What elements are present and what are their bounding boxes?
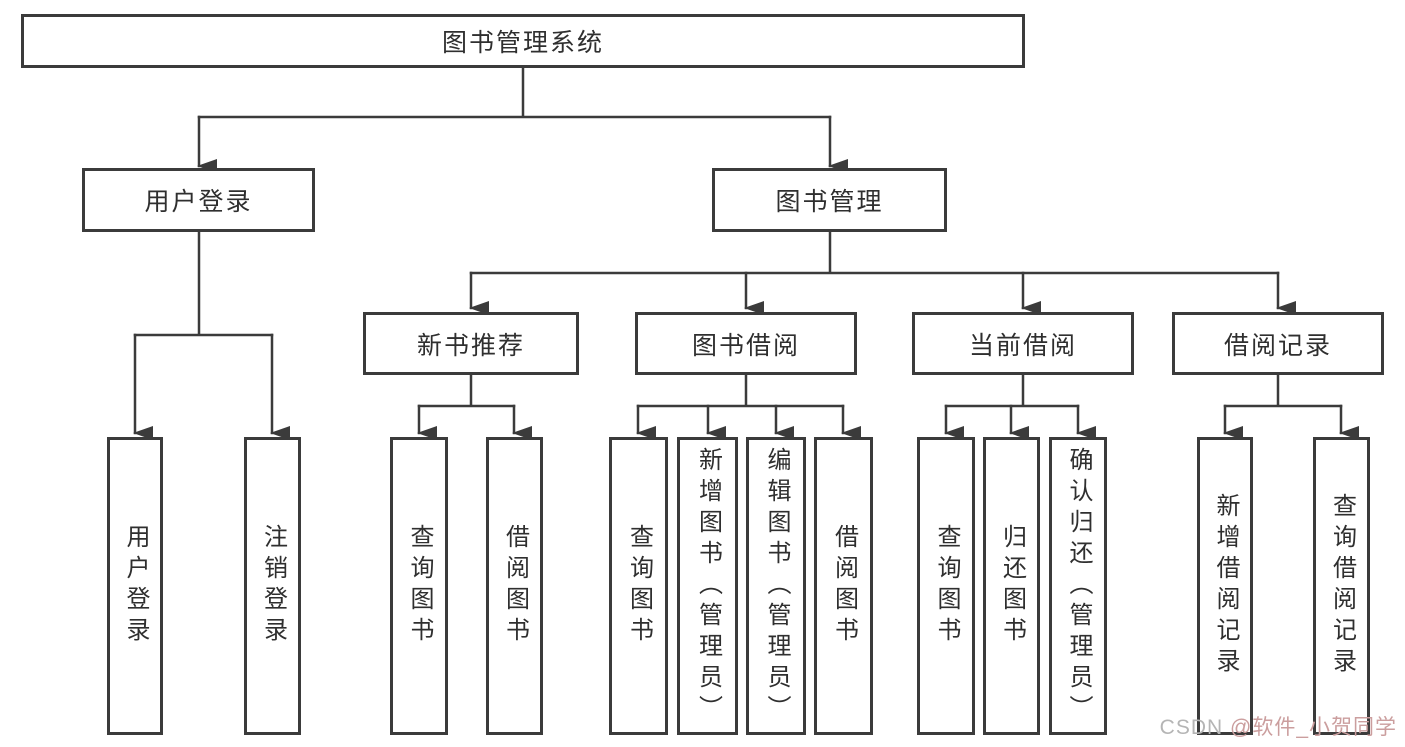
node-current-borrowing: 当前借阅	[912, 312, 1134, 375]
leaf-recommend-query-books-label: 查询图书	[406, 524, 433, 648]
node-user-login: 用户登录	[82, 168, 315, 232]
leaf-recommend-borrow-books: 借阅图书	[486, 437, 543, 735]
leaf-borrowing-query-books-label: 查询图书	[625, 524, 653, 648]
leaf-recommend-query-books: 查询图书	[390, 437, 448, 735]
leaf-records-add-record-label: 新增借阅记录	[1212, 493, 1239, 679]
leaf-current-query-books: 查询图书	[917, 437, 975, 735]
leaf-current-confirm-return-admin: 确认归还（管理员）	[1049, 437, 1107, 735]
node-book-management: 图书管理	[712, 168, 947, 232]
leaf-records-query-record: 查询借阅记录	[1313, 437, 1370, 735]
node-book-borrowing: 图书借阅	[635, 312, 857, 375]
leaf-records-query-record-label: 查询借阅记录	[1328, 493, 1356, 679]
node-borrowing-records: 借阅记录	[1172, 312, 1384, 375]
leaf-current-return-books: 归还图书	[983, 437, 1040, 735]
leaf-recommend-borrow-books-label: 借阅图书	[501, 524, 529, 648]
leaf-user-login: 用户登录	[107, 437, 163, 735]
leaf-records-add-record: 新增借阅记录	[1197, 437, 1253, 735]
leaf-borrowing-add-books-admin: 新增图书（管理员）	[677, 437, 738, 735]
leaf-current-return-books-label: 归还图书	[998, 524, 1026, 648]
leaf-borrowing-query-books: 查询图书	[609, 437, 668, 735]
node-new-book-recommend: 新书推荐	[363, 312, 579, 375]
leaf-logout: 注销登录	[244, 437, 301, 735]
node-root-library-system: 图书管理系统	[21, 14, 1025, 68]
leaf-borrowing-borrow-books-label: 借阅图书	[830, 524, 858, 648]
leaf-current-confirm-return-admin-label: 确认归还（管理员）	[1065, 446, 1092, 726]
leaf-borrowing-edit-books-admin: 编辑图书（管理员）	[746, 437, 806, 735]
leaf-user-login-label: 用户登录	[122, 524, 149, 648]
leaf-logout-label: 注销登录	[259, 524, 287, 648]
leaf-borrowing-add-books-admin-label: 新增图书（管理员）	[694, 446, 722, 726]
leaf-current-query-books-label: 查询图书	[933, 524, 960, 648]
leaf-borrowing-borrow-books: 借阅图书	[814, 437, 873, 735]
leaf-borrowing-edit-books-admin-label: 编辑图书（管理员）	[763, 446, 790, 726]
